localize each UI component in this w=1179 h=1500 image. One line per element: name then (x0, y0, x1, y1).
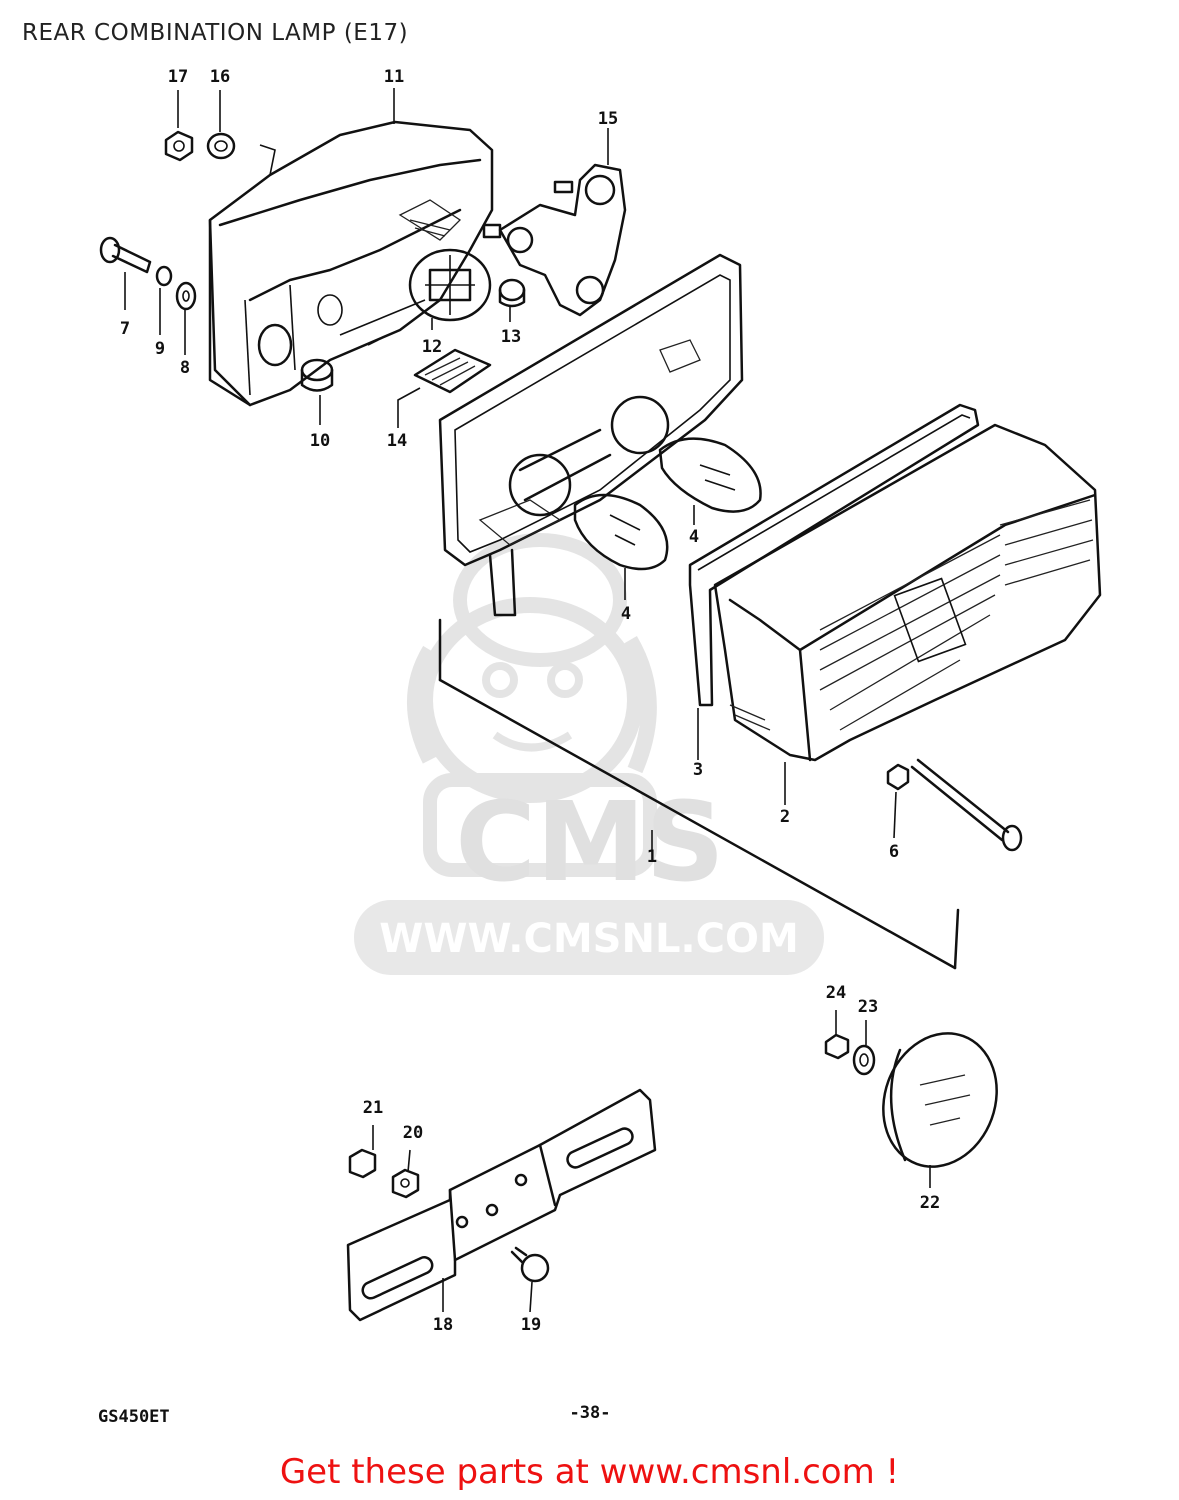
screw-part-7 (99, 236, 152, 274)
bulb-part-4-upper (658, 437, 762, 513)
reflector-part-22 (882, 1032, 998, 1168)
part-label-22: 22 (920, 1193, 940, 1213)
clip-part-14 (413, 348, 492, 394)
socket-part-12 (408, 248, 492, 322)
part-label-21: 21 (363, 1098, 383, 1118)
page-number: -38- (570, 1403, 611, 1423)
nut-part-24 (824, 1033, 850, 1060)
washer-part-8 (175, 281, 197, 311)
washer-part-23 (852, 1044, 876, 1076)
lens-part-2 (713, 423, 1102, 762)
part-label-7: 7 (120, 319, 130, 339)
part-label-13: 13 (501, 327, 521, 347)
bracket-part-18 (346, 1088, 657, 1322)
part-label-19: 19 (521, 1315, 541, 1335)
part-label-17: 17 (168, 67, 188, 87)
part-label-3: 3 (693, 760, 703, 780)
part-label-24: 24 (826, 983, 846, 1003)
part-label-23: 23 (858, 997, 878, 1017)
housing-part-11 (208, 120, 494, 407)
part-label-18: 18 (433, 1315, 453, 1335)
bulb-part-4-lower (573, 493, 669, 571)
page-title: REAR COMBINATION LAMP (E17) (22, 20, 409, 46)
part-label-12: 12 (422, 337, 442, 357)
model-code: GS450ET (98, 1407, 170, 1427)
gasket-part-3 (688, 403, 980, 707)
spacer-part-10 (300, 358, 334, 392)
nut-part-6 (886, 763, 910, 791)
washer-part-16 (206, 132, 236, 160)
grommet-part-13 (498, 278, 526, 308)
lamp-base (438, 253, 744, 617)
cms-watermark: CMS WWW.CMSNL.COM (354, 533, 824, 975)
order-parts-link[interactable]: Get these parts at www.cmsnl.com ! (279, 1452, 900, 1492)
watermark-brand: CMS (455, 778, 724, 906)
part-label-4-lower: 4 (621, 604, 631, 624)
part-label-2: 2 (780, 807, 790, 827)
part-label-6: 6 (889, 842, 899, 862)
part-label-14: 14 (387, 431, 407, 451)
bracket-part-15 (482, 163, 627, 317)
part-label-16: 16 (210, 67, 230, 87)
nut-part-21 (348, 1148, 377, 1179)
part-label-20: 20 (403, 1123, 423, 1143)
leader-lines (124, 88, 931, 1313)
part-label-9: 9 (155, 339, 165, 359)
part-label-8: 8 (180, 358, 190, 378)
nut-part-17 (164, 130, 194, 162)
part-label-1: 1 (647, 847, 657, 867)
part-callouts: 1 2 3 4 4 6 7 8 9 10 11 12 13 14 15 16 1… (120, 67, 940, 1335)
part-label-4-upper: 4 (689, 527, 699, 547)
part-label-15: 15 (598, 109, 618, 129)
nut-part-20 (391, 1168, 420, 1199)
assembly-bracket-line (438, 618, 960, 970)
long-screw (910, 758, 1023, 852)
part-label-10: 10 (310, 431, 330, 451)
washer-part-9 (155, 265, 173, 287)
part-label-11: 11 (384, 67, 404, 87)
bolt-part-19 (510, 1246, 550, 1283)
watermark-url: WWW.CMSNL.COM (379, 916, 799, 962)
